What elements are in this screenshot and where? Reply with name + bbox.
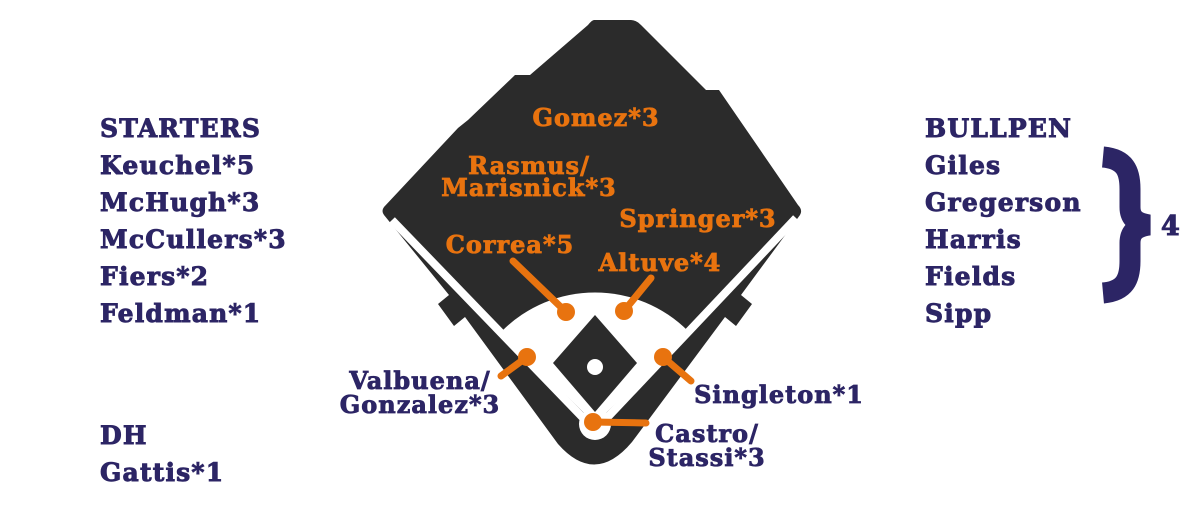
- second-base-player: Altuve*4: [598, 248, 722, 277]
- label-shortstop: Correa*5: [445, 230, 575, 259]
- left-field-player-line2: Marisnick*3: [441, 173, 617, 202]
- dh-list: DH Gattis*1: [100, 417, 224, 491]
- label-left-field: Rasmus/ Marisnick*3: [441, 151, 617, 202]
- left-foul-line: [389, 217, 588, 423]
- second-base-marker: [615, 302, 633, 320]
- bullpen-list: BULLPEN Giles Gregerson Harris Fields Si…: [925, 110, 1082, 332]
- starter-player: Keuchel*5: [100, 151, 256, 181]
- starter-player: McCullers*3: [100, 225, 287, 255]
- third-base-player-line2: Gonzalez*3: [339, 390, 501, 419]
- bullpen-player: Giles: [925, 151, 1002, 181]
- starter-player: Feldman*1: [100, 299, 262, 329]
- first-base-player: Singleton*1: [694, 380, 864, 409]
- bullpen-rotation-count: 4: [1161, 211, 1181, 243]
- label-second-base: Altuve*4: [598, 248, 722, 277]
- ballpark-diagram: [382, 20, 802, 465]
- bullpen-player: Fields: [925, 262, 1017, 292]
- starters-heading: STARTERS: [100, 114, 262, 144]
- bullpen-brace-icon: [1101, 146, 1151, 304]
- catcher-marker: [584, 413, 602, 431]
- shortstop-callout-line: [509, 257, 570, 316]
- label-first-base: Singleton*1: [694, 380, 864, 409]
- center-field-player: Gomez*3: [532, 103, 660, 132]
- dh-heading: DH: [100, 421, 148, 451]
- catcher-player-line1: Castro/: [655, 419, 759, 448]
- shortstop-player: Correa*5: [445, 230, 575, 259]
- starter-player: McHugh*3: [100, 188, 261, 218]
- label-third-base: Valbuena/ Gonzalez*3: [339, 366, 501, 419]
- bullpen-heading: BULLPEN: [925, 114, 1073, 144]
- third-base-player-line1: Valbuena/: [349, 366, 491, 395]
- label-catcher: Castro/ Stassi*3: [648, 419, 766, 472]
- dh-player: Gattis*1: [100, 458, 225, 488]
- third-base-marker: [518, 348, 536, 366]
- catcher-player-line2: Stassi*3: [648, 443, 766, 472]
- pitcher-mound-icon: [587, 359, 603, 375]
- right-field-player: Springer*3: [619, 204, 777, 233]
- bullpen-player: Sipp: [925, 299, 993, 329]
- starters-list: STARTERS Keuchel*5 McHugh*3 McCullers*3 …: [100, 110, 287, 332]
- starter-player: Fiers*2: [100, 262, 210, 292]
- label-center-field: Gomez*3: [532, 103, 660, 132]
- bullpen-player: Harris: [925, 225, 1022, 255]
- stadium-silhouette: [382, 20, 802, 465]
- bullpen-player: Gregerson: [925, 188, 1082, 218]
- right-foul-line: [602, 215, 799, 423]
- left-field-player-line1: Rasmus/: [468, 151, 590, 180]
- first-base-marker: [654, 348, 672, 366]
- shortstop-marker: [557, 303, 575, 321]
- label-right-field: Springer*3: [619, 204, 777, 233]
